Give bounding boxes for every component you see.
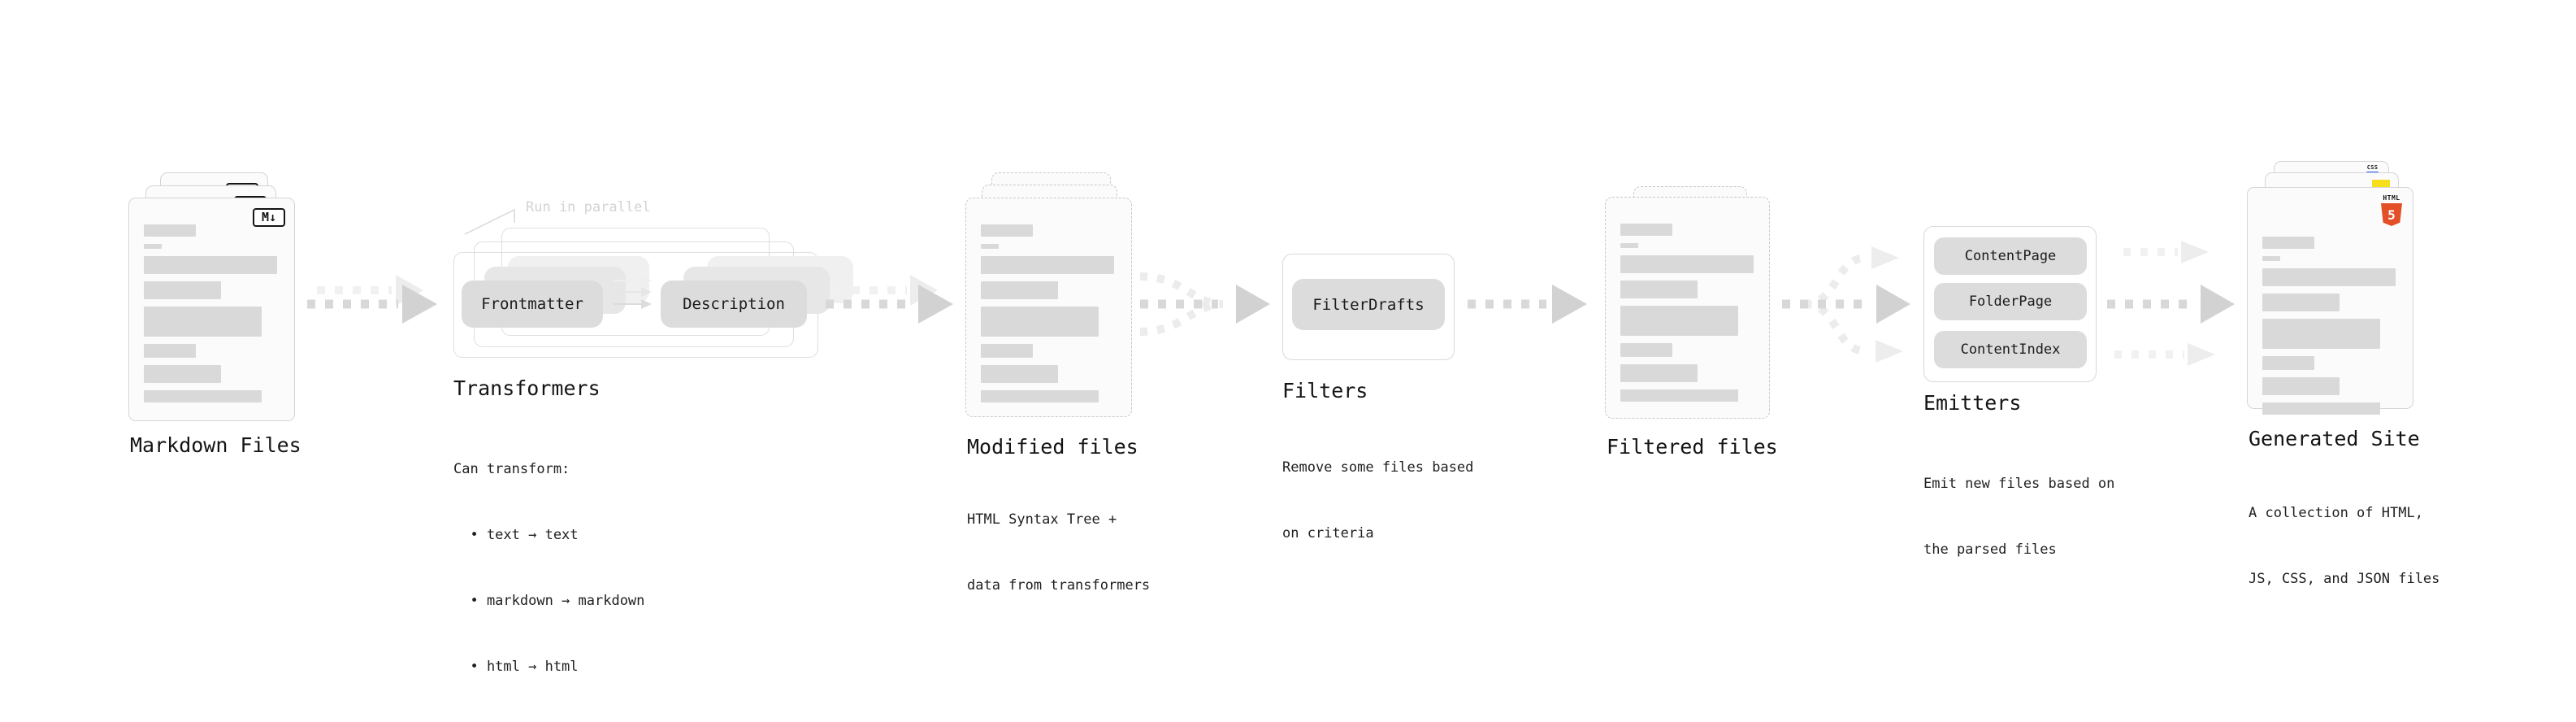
modified-file-card-front (965, 198, 1132, 417)
subtitle-line: Can transform: (453, 461, 570, 477)
arrow-filters-to-filtered (1468, 285, 1587, 324)
filterdrafts-pill: FilterDrafts (1292, 279, 1445, 330)
subtitle-line: on criteria (1282, 525, 1374, 542)
html5-numeral: 5 (2387, 207, 2396, 223)
stage-title: Filters (1282, 379, 1368, 402)
stage-markdown-files: M↓ M↓ M↓ Markdown Files (128, 172, 340, 514)
html5-label: HTML (2383, 194, 2400, 202)
arrow-transformers-to-modified (826, 275, 953, 324)
description-pill: Description (661, 281, 807, 328)
contentpage-pill: ContentPage (1934, 237, 2087, 275)
html5-shield: 5 (2381, 203, 2402, 226)
arrow-emitters-to-site (2107, 241, 2235, 366)
subtitle-line: HTML Syntax Tree + (967, 511, 1117, 528)
subtitle-line: • markdown → markdown (453, 593, 645, 609)
stage-title: Modified files (967, 435, 1138, 459)
folderpage-pill: FolderPage (1934, 283, 2087, 320)
arrow-filtered-to-emitters-fanout (1782, 246, 1910, 363)
stage-title: Transformers (453, 376, 601, 400)
stage-filters: FilterDrafts Filters Remove some files b… (1282, 254, 1494, 542)
subtitle-line: Remove some files based (1282, 459, 1474, 476)
subtitle-line: Emit new files based on (1923, 476, 2115, 492)
stage-subtitle: A collection of HTML, JS, CSS, and JSON … (2249, 459, 2439, 634)
subtitle-line: data from transformers (967, 577, 1151, 594)
frontmatter-pill: Frontmatter (462, 281, 603, 328)
stage-subtitle: Emit new files based on the parsed files (1923, 429, 2114, 605)
stage-subtitle: HTML Syntax Tree + data from transformer… (967, 465, 1150, 641)
markdown-icon: M↓ (253, 208, 285, 227)
arrow-markdown-to-transformers (307, 275, 437, 324)
text-placeholder-bars (1620, 224, 1754, 402)
arrow-modified-to-filters-converge (1139, 272, 1270, 336)
pill-to-pill-arrows (614, 276, 652, 309)
subtitle-line: the parsed files (1923, 542, 2057, 558)
stage-title: Filtered files (1607, 435, 1778, 459)
stage-emitters: ContentPage FolderPage ContentIndex Emit… (1923, 226, 2135, 558)
stage-subtitle: Remove some files based on criteria (1282, 413, 1473, 589)
contentindex-pill: ContentIndex (1934, 331, 2087, 368)
stage-subtitle: Can transform: • text → text • markdown … (453, 415, 644, 722)
css-label: CSS (2366, 164, 2379, 171)
stage-generated-site: CSS HTML 5 Generated Site (2247, 161, 2474, 587)
html5-icon: HTML 5 (2381, 194, 2402, 226)
text-placeholder-bars (2262, 237, 2398, 415)
stage-title: Emitters (1923, 391, 2022, 415)
text-placeholder-bars (144, 224, 280, 402)
subtitle-line: JS, CSS, and JSON files (2249, 571, 2440, 587)
text-placeholder-bars (981, 224, 1117, 402)
subtitle-line: A collection of HTML, (2249, 505, 2423, 521)
subtitle-line: • html → html (453, 659, 579, 675)
subtitle-line: • text → text (453, 527, 579, 543)
annotation-leader-line (464, 208, 515, 235)
stage-filtered-files: Filtered files (1605, 186, 1816, 511)
stage-title: Markdown Files (130, 433, 301, 457)
stage-modified-files: Modified files HTML Syntax Tree + data f… (965, 172, 1177, 594)
stage-transformers: Run in parallel Frontmatter Description … (453, 195, 853, 675)
filtered-file-card-front (1605, 197, 1770, 419)
run-in-parallel-note: Run in parallel (526, 199, 651, 215)
site-file-card-html: HTML 5 (2247, 187, 2413, 415)
stage-title: Generated Site (2249, 427, 2420, 450)
markdown-file-card-front: M↓ (128, 198, 295, 421)
pipeline-diagram: M↓ M↓ M↓ Markdown Files (128, 161, 2474, 675)
